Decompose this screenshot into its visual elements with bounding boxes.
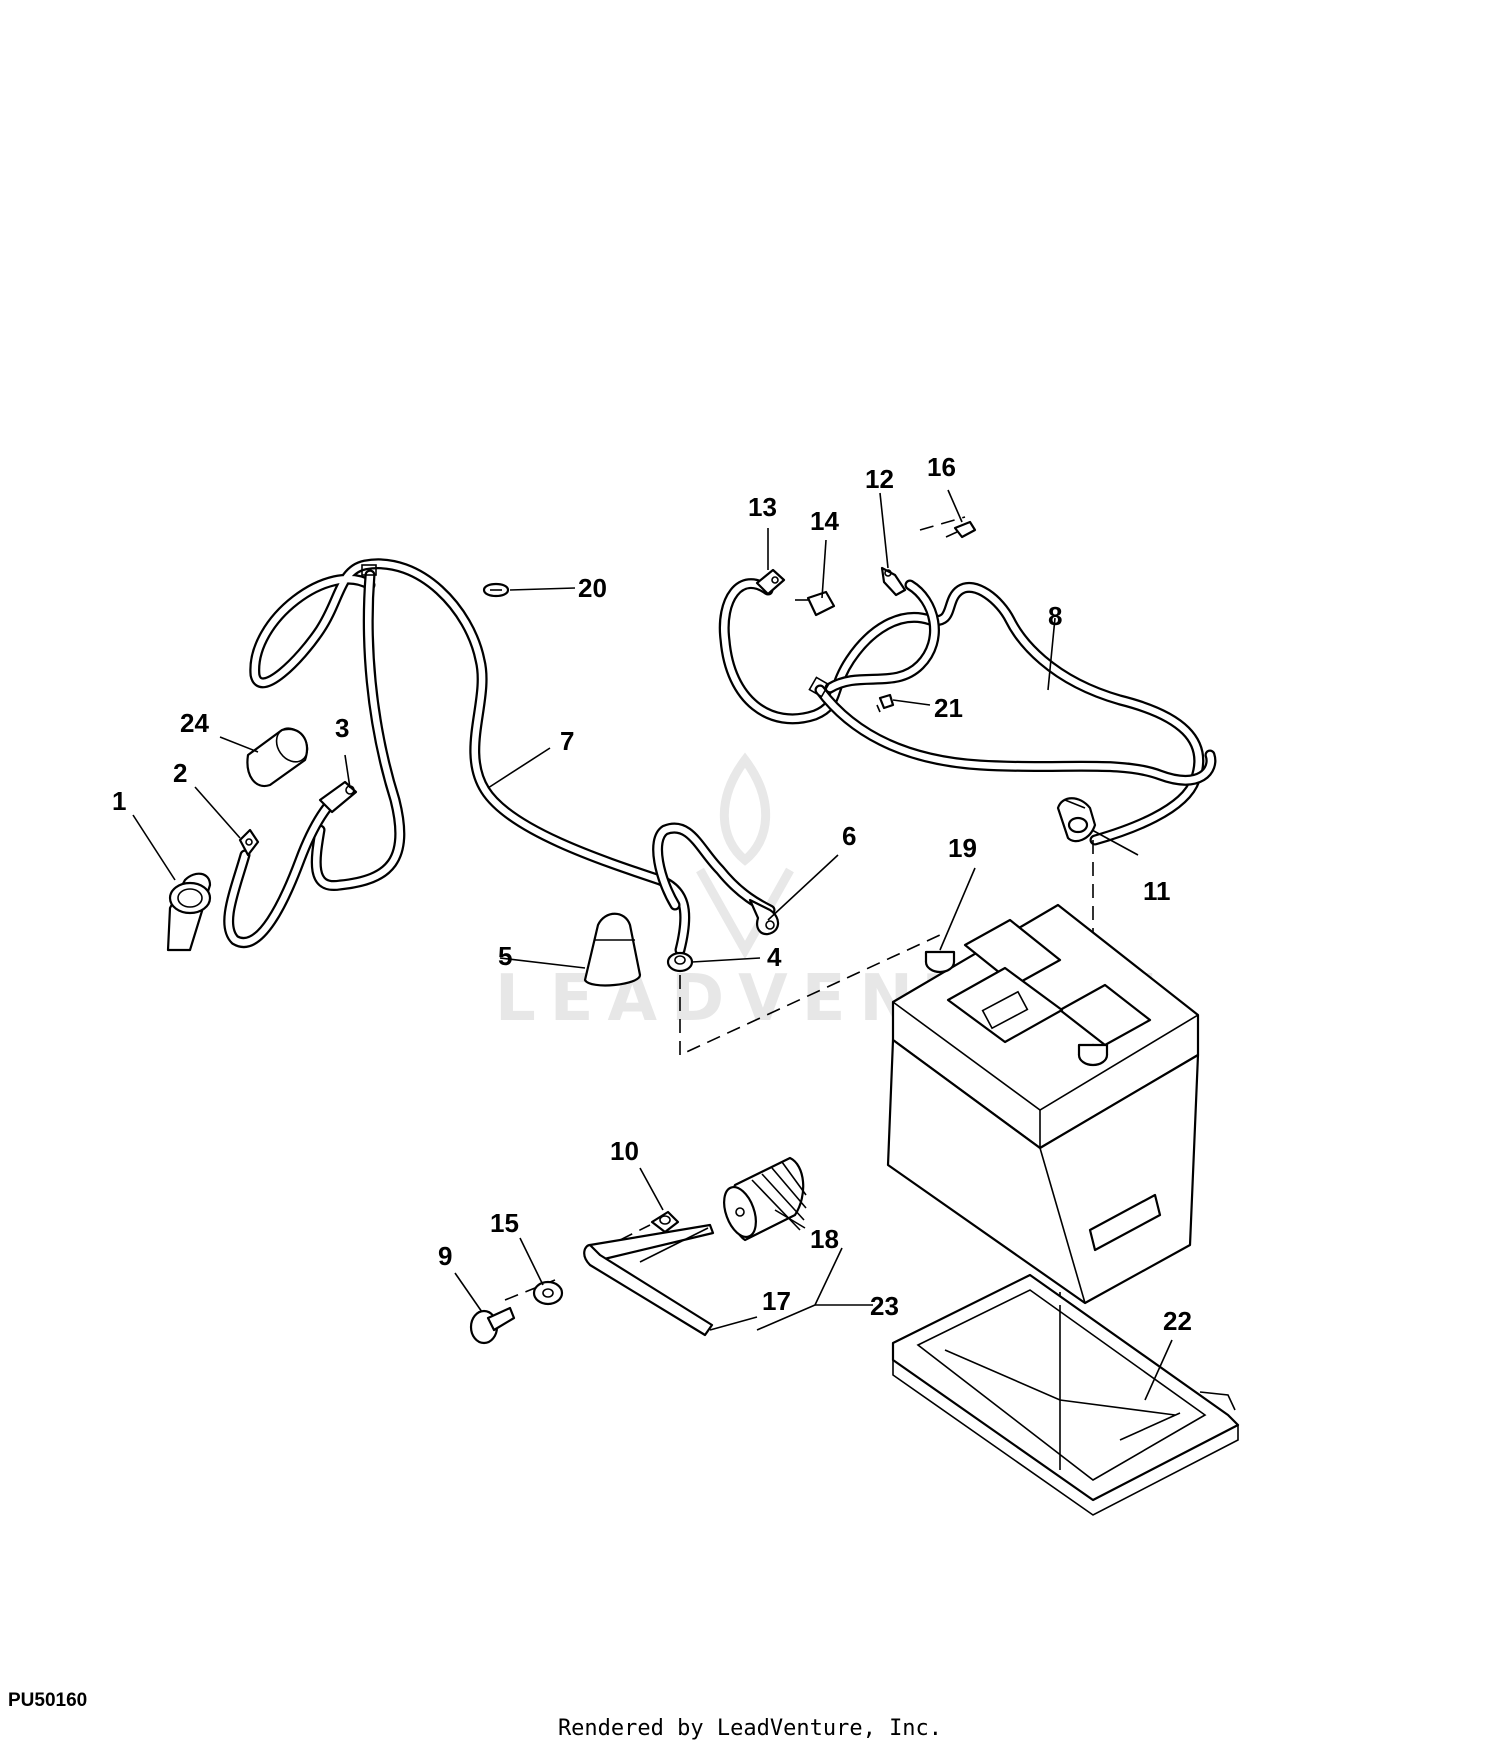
- terminal-2: [238, 828, 260, 857]
- callout-19: 19: [948, 833, 977, 863]
- part-12-terminal[interactable]: [880, 566, 907, 597]
- part-13-terminal[interactable]: [755, 568, 786, 596]
- callouts: 1 2 3 24 5 4 6 7 20 13 14 12 16 8 21 11 …: [112, 452, 1192, 1336]
- callout-10: 10: [610, 1136, 639, 1166]
- part-17-rod[interactable]: [583, 1223, 715, 1337]
- cable-8-band: [808, 676, 830, 698]
- callout-21: 21: [934, 693, 963, 723]
- callout-15: 15: [490, 1208, 519, 1238]
- part-14-bolt[interactable]: [795, 590, 836, 617]
- part-11-clamp[interactable]: [1056, 797, 1097, 843]
- part-22-tray[interactable]: [891, 1273, 1240, 1516]
- part-6-ring-terminal[interactable]: [748, 898, 780, 936]
- figure-code: PU50160: [8, 1690, 88, 1711]
- part-8-cable[interactable]: [718, 578, 1217, 846]
- part-19-battery[interactable]: [886, 903, 1200, 1305]
- part-18-sleeve[interactable]: [718, 1156, 807, 1242]
- part-15-washer[interactable]: [532, 1280, 564, 1306]
- part-2-cable[interactable]: [223, 784, 351, 948]
- part-7-cable[interactable]: [249, 558, 776, 956]
- part-1-terminal-boot[interactable]: [166, 872, 212, 952]
- part-10-nut[interactable]: [650, 1210, 680, 1234]
- part-4-nut[interactable]: [666, 951, 694, 973]
- callout-12: 12: [865, 464, 894, 494]
- callout-5: 5: [498, 941, 512, 971]
- callout-14: 14: [810, 506, 839, 536]
- watermark-logo: [696, 752, 794, 960]
- cable-7-band: [361, 564, 377, 576]
- part-9-bolt[interactable]: [469, 1306, 516, 1345]
- leader-lines: [132, 489, 1173, 1401]
- callout-16: 16: [927, 452, 956, 482]
- callout-22: 22: [1163, 1306, 1192, 1336]
- callout-24: 24: [180, 708, 209, 738]
- callout-17: 17: [762, 1286, 791, 1316]
- part-16-screw[interactable]: [945, 520, 977, 539]
- callout-9: 9: [438, 1241, 452, 1271]
- callout-20: 20: [578, 573, 607, 603]
- callout-1: 1: [112, 786, 126, 816]
- callout-7: 7: [560, 726, 574, 756]
- callout-2: 2: [173, 758, 187, 788]
- part-24-cap[interactable]: [246, 722, 313, 788]
- callout-8: 8: [1048, 601, 1062, 631]
- render-credit: Rendered by LeadVenture, Inc.: [557, 1716, 943, 1741]
- part-20-clip[interactable]: [482, 582, 510, 598]
- callout-23: 23: [870, 1291, 899, 1321]
- part-5-boot[interactable]: [583, 912, 642, 987]
- callout-6: 6: [842, 821, 856, 851]
- callout-11: 11: [1143, 876, 1171, 906]
- callout-13: 13: [748, 492, 777, 522]
- callout-4: 4: [767, 942, 782, 972]
- callout-3: 3: [335, 713, 349, 743]
- part-21-screw[interactable]: [876, 693, 895, 713]
- callout-18: 18: [810, 1224, 839, 1254]
